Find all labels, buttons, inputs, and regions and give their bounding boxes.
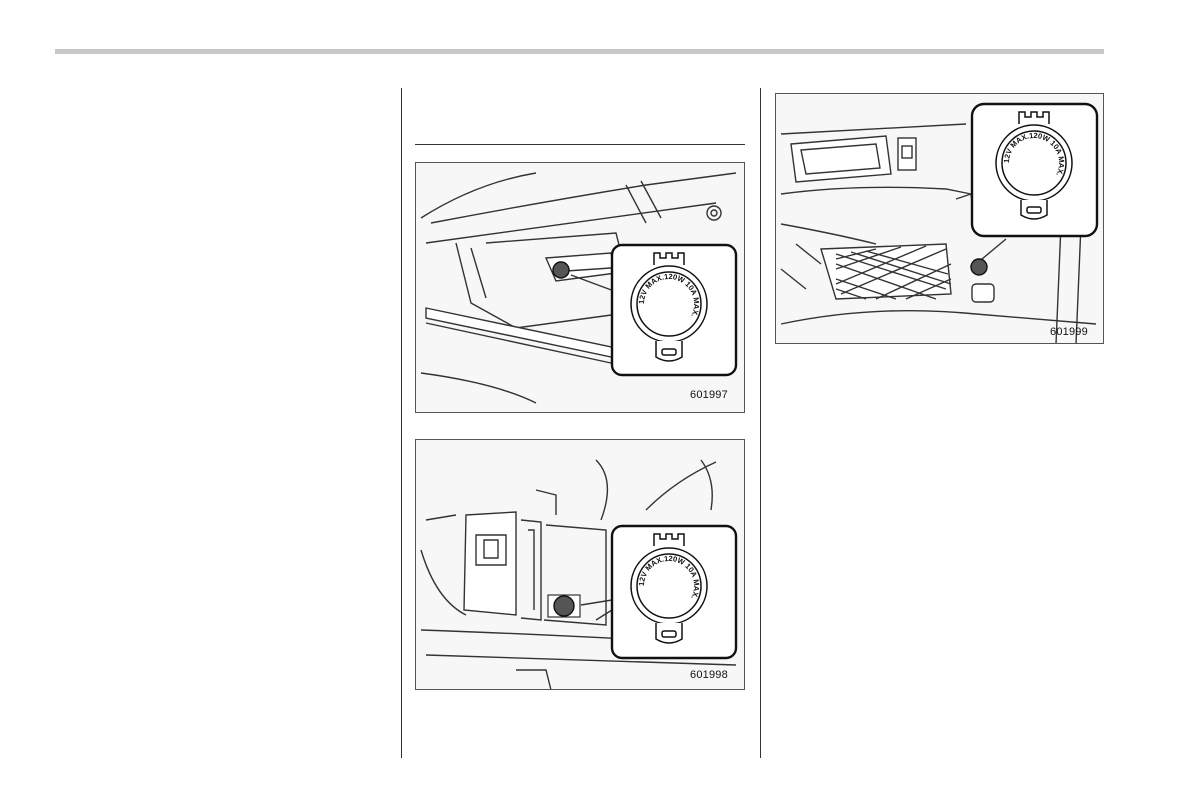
glovebox-illustration: 12V MAX.120W 10A MAX. <box>416 163 745 413</box>
figure-console-outlet: 12V MAX.120W 10A MAX. 601998 <box>415 439 745 690</box>
column-divider-right <box>760 88 761 758</box>
cargo-illustration: 12V MAX.120W 10A MAX. <box>776 94 1104 344</box>
column-divider-left <box>401 88 402 758</box>
figure-glovebox-outlet: 12V MAX.120W 10A MAX. 601997 <box>415 162 745 413</box>
figure-code: 601998 <box>690 669 728 681</box>
section-rule <box>415 144 745 145</box>
figure-code: 601999 <box>1050 326 1088 338</box>
figure-cargo-outlet: 12V MAX.120W 10A MAX. 601999 <box>775 93 1104 344</box>
console-illustration: 12V MAX.120W 10A MAX. <box>416 440 745 690</box>
header-rule <box>55 49 1104 54</box>
figure-code: 601997 <box>690 389 728 401</box>
